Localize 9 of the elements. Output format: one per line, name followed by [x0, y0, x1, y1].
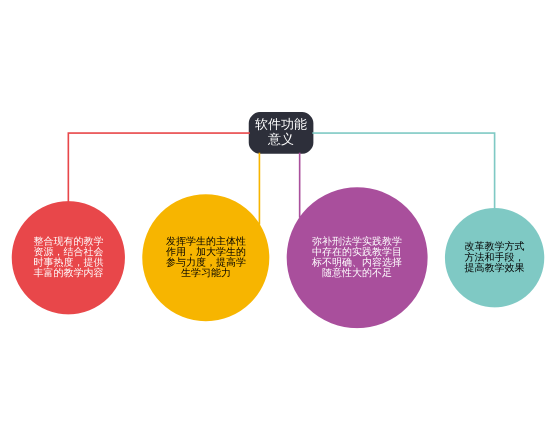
connector — [298, 152, 300, 218]
node-circle: 弥补刑法学实践教学中存在的实践教学目标不明确、内容选择随意性大的不足 — [286, 187, 428, 328]
connector — [312, 132, 496, 208]
node-circle: 整合现有的教学资源，结合社会时事热度，提供丰富的教学内容 — [12, 201, 125, 314]
node-circle: 发挥学生的主体性作用，加大学生的参与力度，提高学生学习能力 — [142, 194, 270, 322]
connector — [68, 132, 250, 202]
node-box: 软件功能意义 — [248, 112, 314, 154]
node-circle: 改革教学方式方法和手段，提高教学效果 — [444, 208, 544, 308]
connector — [258, 152, 260, 224]
